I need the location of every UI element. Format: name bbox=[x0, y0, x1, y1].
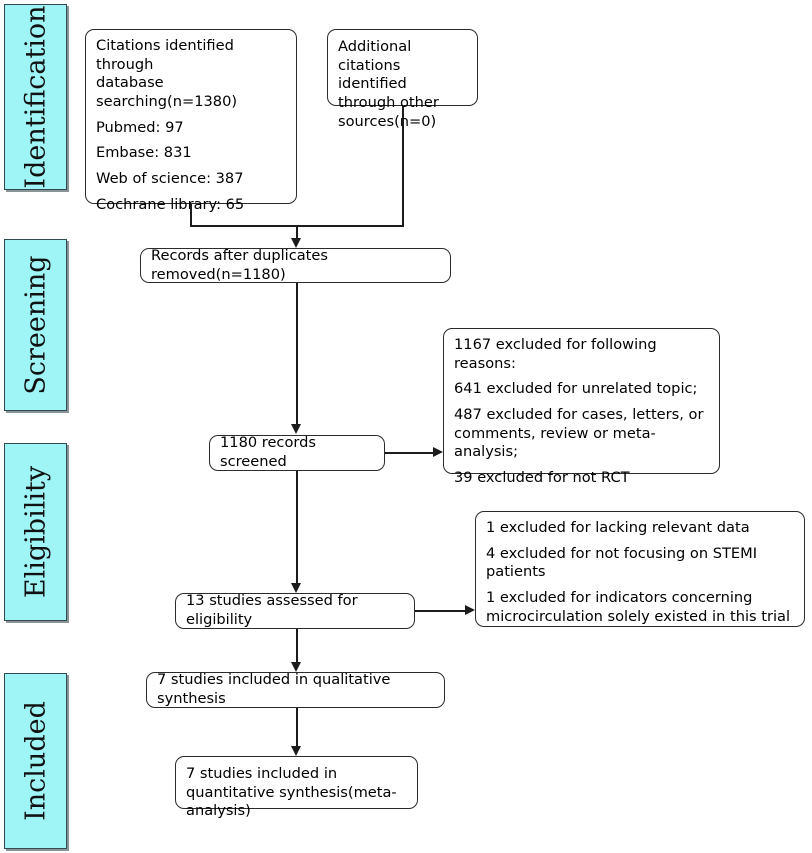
phase-label-identification: Identification bbox=[20, 5, 51, 189]
eligibility-excluded-line1: 1 excluded for lacking relevant data bbox=[486, 519, 750, 536]
connector-eligibility-to-qualitative bbox=[296, 629, 298, 664]
connector-screened-to-eligibility bbox=[296, 471, 298, 585]
eligibility-excluded-line2: 4 excluded for not focusing on STEMI pat… bbox=[486, 544, 758, 581]
arrow-into-eligibility bbox=[291, 583, 301, 593]
phase-bar-screening: Screening bbox=[4, 239, 67, 411]
arrow-into-screening-excluded bbox=[433, 447, 443, 457]
qualitative-synthesis-text: 7 studies included in qualitative synthe… bbox=[157, 671, 391, 707]
connector-other-sources-down bbox=[402, 106, 404, 226]
phase-bar-identification: Identification bbox=[4, 4, 67, 190]
box-records-screened: 1180 records screened bbox=[209, 434, 385, 471]
connector-qualitative-to-quantitative bbox=[296, 708, 298, 748]
records-screened-text: 1180 records screened bbox=[220, 434, 316, 470]
connector-screened-to-excluded bbox=[385, 452, 435, 454]
eligibility-assessed-text: 13 studies assessed for eligibility bbox=[186, 592, 358, 628]
connector-duplicates-to-screened bbox=[296, 283, 298, 426]
box-screening-excluded: 1167 excluded for following reasons: 641… bbox=[443, 328, 720, 486]
phase-bar-eligibility: Eligibility bbox=[4, 443, 67, 621]
connector-db-search-down bbox=[190, 204, 192, 226]
box-eligibility-assessed: 13 studies assessed for eligibility bbox=[175, 592, 415, 629]
arrow-into-eligibility-excluded bbox=[465, 605, 475, 615]
screening-excluded-line4: 39 excluded for not RCT bbox=[454, 469, 630, 487]
phase-bar-included: Included bbox=[4, 673, 67, 849]
phase-label-screening: Screening bbox=[20, 255, 51, 395]
box-eligibility-excluded: 1 excluded for lacking relevant data 4 e… bbox=[475, 511, 805, 627]
arrow-into-records-screened bbox=[291, 424, 301, 434]
eligibility-excluded-line3: 1 excluded for indicators concerning mic… bbox=[486, 589, 791, 625]
arrow-into-qualitative bbox=[291, 662, 301, 672]
connector-merge-down bbox=[296, 225, 298, 239]
db-search-cochrane: Cochrane library: 65 bbox=[96, 195, 245, 213]
screening-excluded-line1: 1167 excluded for following reasons: bbox=[454, 336, 657, 372]
duplicates-removed-text: Records after duplicates removed(n=1180) bbox=[151, 246, 328, 283]
db-search-webofscience: Web of science: 387 bbox=[96, 170, 244, 188]
quantitative-synthesis-text: 7 studies included in quantitative synth… bbox=[186, 765, 397, 820]
db-search-pubmed: Pubmed: 97 bbox=[96, 118, 184, 136]
box-other-sources: Additional citations identified through … bbox=[327, 29, 478, 130]
connector-eligibility-to-excluded bbox=[415, 610, 467, 612]
box-duplicates-removed: Records after duplicates removed(n=1180) bbox=[140, 246, 451, 283]
arrow-into-quantitative bbox=[291, 746, 301, 756]
box-quantitative-synthesis: 7 studies included in quantitative synth… bbox=[175, 756, 418, 819]
phase-label-included: Included bbox=[20, 701, 51, 821]
db-search-embase: Embase: 831 bbox=[96, 144, 192, 162]
screening-excluded-line2: 641 excluded for unrelated topic; bbox=[454, 380, 698, 398]
arrow-into-duplicates bbox=[291, 238, 301, 248]
screening-excluded-line3: 487 excluded for cases, letters, or comm… bbox=[454, 406, 704, 461]
box-qualitative-synthesis: 7 studies included in qualitative synthe… bbox=[146, 671, 445, 708]
other-sources-text: Additional citations identified through … bbox=[338, 38, 439, 130]
phase-label-eligibility: Eligibility bbox=[20, 465, 51, 599]
